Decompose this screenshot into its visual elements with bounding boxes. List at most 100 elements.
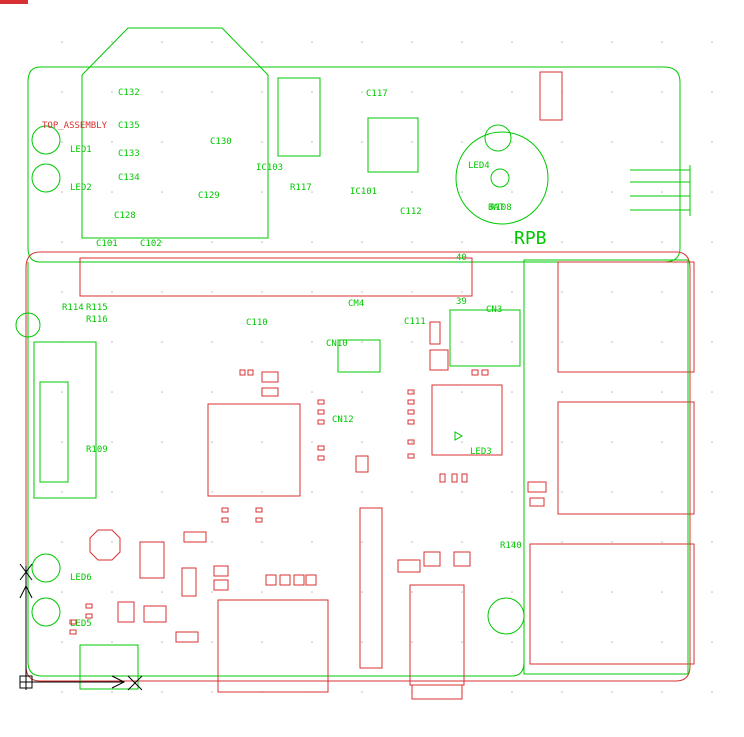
grid-dot xyxy=(61,591,63,593)
grid-dot xyxy=(311,591,313,593)
grid-dot xyxy=(461,91,463,93)
r115-label: R115 xyxy=(86,303,108,313)
grid-dot xyxy=(361,141,363,143)
grid-dot xyxy=(311,491,313,493)
led3-label: LED3 xyxy=(470,447,492,457)
usb-hub-ic xyxy=(431,384,503,456)
cn3-outline xyxy=(449,309,521,367)
grid-dot xyxy=(611,641,613,643)
smd-pad xyxy=(183,531,207,543)
grid-dot xyxy=(61,141,63,143)
grid-dot xyxy=(711,41,713,43)
grid-dot xyxy=(661,541,663,543)
smd-pad xyxy=(221,517,229,523)
usbc-connector xyxy=(409,584,465,686)
grid-dot xyxy=(611,191,613,193)
grid-dot xyxy=(61,41,63,43)
layer-indicator-mark xyxy=(0,0,28,4)
grid-dot xyxy=(111,641,113,643)
grid-dot xyxy=(111,691,113,693)
r109-label: R109 xyxy=(86,445,108,455)
smd-pad xyxy=(407,389,415,395)
grid-dot xyxy=(111,41,113,43)
grid-dot xyxy=(461,141,463,143)
r108-label: R108 xyxy=(490,203,512,213)
micro-sd-slot xyxy=(359,507,383,669)
grid-dot xyxy=(611,91,613,93)
smd-pad xyxy=(175,631,199,643)
grid-dot xyxy=(561,291,563,293)
c134-label: C134 xyxy=(118,173,140,183)
grid-dot xyxy=(61,491,63,493)
top-lower-outline xyxy=(27,262,525,677)
smd-pad xyxy=(317,409,325,415)
smd-pad xyxy=(317,445,325,451)
c111-label: C111 xyxy=(404,317,426,327)
grid-dot xyxy=(511,491,513,493)
led4-label: LED4 xyxy=(468,161,490,171)
grid-dot xyxy=(261,641,263,643)
grid-dot xyxy=(111,341,113,343)
origin-crosshair xyxy=(19,563,143,691)
grid-dot xyxy=(611,291,613,293)
grid-dot xyxy=(61,541,63,543)
grid-dot xyxy=(111,241,113,243)
grid-dot xyxy=(161,141,163,143)
r116-label: R116 xyxy=(86,315,108,325)
grid-dot xyxy=(461,491,463,493)
grid-dot xyxy=(661,641,663,643)
battery-label: BAT xyxy=(488,203,505,213)
right-edge-connector xyxy=(630,165,691,216)
grid-dot xyxy=(211,691,213,693)
smd-pad xyxy=(239,369,246,376)
grid-dot xyxy=(461,641,463,643)
grid-dot xyxy=(411,141,413,143)
grid-dot xyxy=(661,341,663,343)
smd-pad xyxy=(221,507,229,513)
grid-dot xyxy=(611,591,613,593)
top-assembly-label: TOP_ASSEMBLY xyxy=(42,121,108,131)
grid-dot xyxy=(311,541,313,543)
led-circle-3 xyxy=(31,553,61,583)
smd-pad xyxy=(69,629,77,635)
smd-pad xyxy=(429,349,449,371)
sd-card-inner xyxy=(39,381,69,483)
grid-dot xyxy=(561,41,563,43)
grid-dot xyxy=(611,241,613,243)
grid-dot xyxy=(511,241,513,243)
grid-dot xyxy=(561,541,563,543)
grid-dot xyxy=(211,541,213,543)
audio-jack xyxy=(411,684,463,700)
grid-dot xyxy=(111,541,113,543)
grid-dot xyxy=(261,241,263,243)
grid-dot xyxy=(361,191,363,193)
grid-dot xyxy=(261,591,263,593)
smd-pad xyxy=(143,605,167,623)
grid-dot xyxy=(261,41,263,43)
grid-dot xyxy=(61,391,63,393)
grid-dots xyxy=(61,41,713,693)
grid-dot xyxy=(161,341,163,343)
smd-pad xyxy=(407,419,415,425)
grid-dot xyxy=(661,191,663,193)
grid-dot xyxy=(361,641,363,643)
grid-dot xyxy=(711,541,713,543)
octagon-component xyxy=(89,529,121,561)
grid-dot xyxy=(261,141,263,143)
grid-dot xyxy=(611,41,613,43)
grid-dot xyxy=(561,191,563,193)
usb-port-top xyxy=(557,261,695,373)
smd-pad xyxy=(527,481,547,493)
grid-dot xyxy=(211,391,213,393)
led4-circle xyxy=(484,124,512,152)
c110-label: C110 xyxy=(246,318,268,328)
grid-dot xyxy=(111,141,113,143)
pad-marker xyxy=(454,431,464,441)
cn12-label: CN12 xyxy=(332,415,354,425)
grid-dot xyxy=(61,91,63,93)
grid-dot xyxy=(111,391,113,393)
grid-dot xyxy=(611,341,613,343)
grid-dot xyxy=(411,341,413,343)
gpio-header xyxy=(79,257,473,297)
